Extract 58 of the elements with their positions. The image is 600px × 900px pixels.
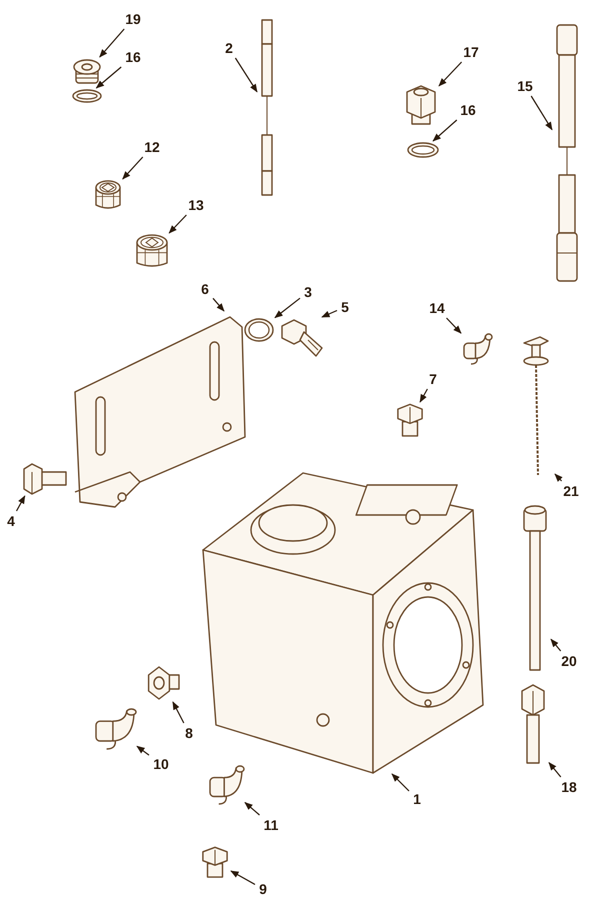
leader-line — [234, 58, 258, 92]
leader-line — [96, 66, 122, 89]
sleeve-drawing — [135, 234, 169, 268]
callout-number: 12 — [141, 138, 163, 156]
plug-drawing — [72, 58, 102, 85]
leader-line — [321, 310, 338, 318]
leader-line — [122, 156, 144, 180]
leader-line — [391, 773, 410, 792]
leader-line — [168, 214, 187, 234]
bolt-drawing — [22, 463, 68, 495]
leader-line — [530, 96, 553, 130]
callout-number: 16 — [122, 48, 144, 66]
leader-line — [554, 474, 563, 482]
leader-line — [432, 120, 458, 142]
callout-number: 6 — [198, 280, 212, 298]
callout-number: 4 — [4, 512, 18, 530]
plug-drawing — [200, 846, 230, 878]
leader-line — [274, 298, 300, 318]
callout-number: 21 — [560, 482, 582, 500]
callout-number: 8 — [182, 724, 196, 742]
callout-number: 9 — [256, 880, 270, 898]
callout-number: 11 — [260, 816, 282, 834]
callout-number: 14 — [426, 299, 448, 317]
leader-line — [550, 638, 562, 652]
callout-number: 15 — [514, 77, 536, 95]
leader-line — [172, 701, 184, 724]
callout-number: 17 — [460, 43, 482, 61]
leader-line — [446, 318, 462, 334]
fitting-drawing — [145, 665, 181, 701]
leader-line — [438, 62, 462, 86]
callout-number: 5 — [338, 298, 352, 316]
leader-line — [548, 762, 562, 778]
callout-number: 18 — [558, 778, 580, 796]
callout-number: 20 — [558, 652, 580, 670]
leader-line — [99, 28, 125, 58]
sleeve-drawing — [94, 180, 122, 210]
o-ring-drawing — [72, 89, 102, 103]
elbow-fitting-drawing — [208, 765, 244, 807]
callout-number: 19 — [122, 10, 144, 28]
elbow-fitting-drawing — [462, 333, 492, 367]
leader-line — [230, 870, 256, 886]
elbow-fitting-drawing — [94, 708, 136, 752]
callout-number: 3 — [301, 283, 315, 301]
callout-number: 2 — [222, 39, 236, 57]
nut-drawing — [404, 84, 438, 126]
callout-number: 1 — [410, 790, 424, 808]
washer-drawing — [244, 318, 274, 342]
leader-line — [136, 746, 150, 756]
callout-number: 7 — [426, 370, 440, 388]
plug-drawing — [395, 403, 425, 437]
leader-line — [244, 802, 260, 816]
callout-number: 10 — [150, 755, 172, 773]
o-ring-drawing — [407, 142, 439, 158]
callout-number: 13 — [185, 196, 207, 214]
leader-line — [420, 388, 428, 403]
leader-line — [16, 495, 26, 512]
leader-line — [212, 298, 225, 312]
callout-number: 16 — [457, 101, 479, 119]
